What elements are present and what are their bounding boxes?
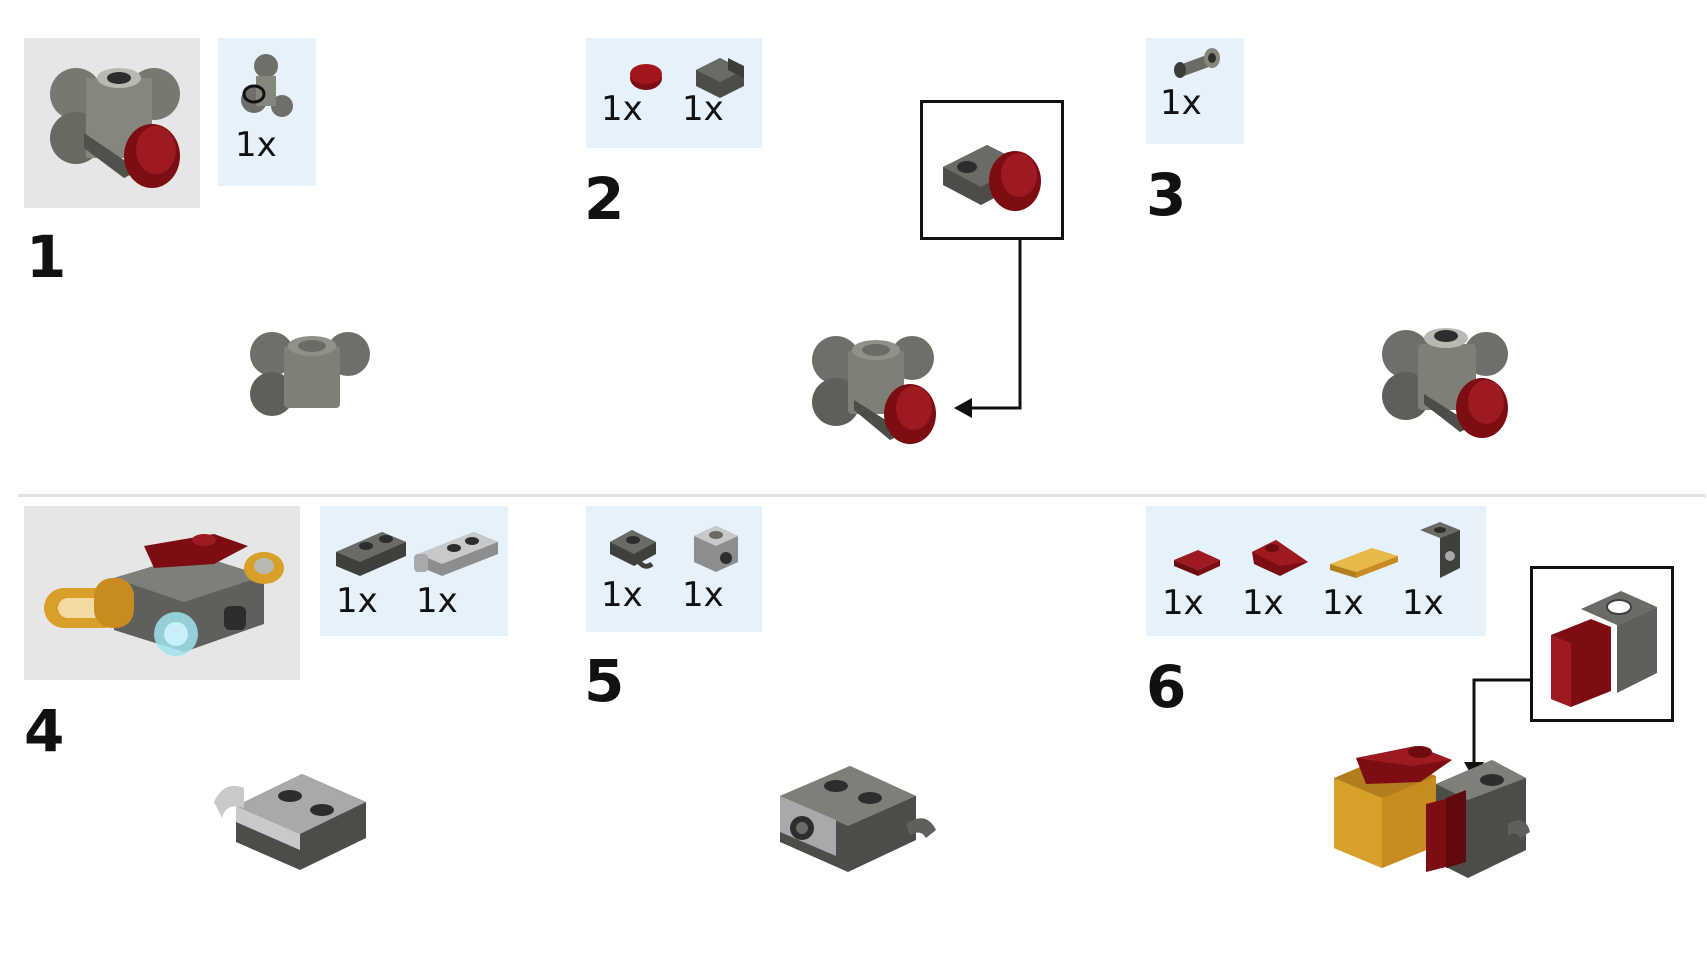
callout-box-step-2 (920, 100, 1064, 240)
part-qty: 1x (416, 581, 458, 621)
part-qty: 1x (682, 89, 724, 129)
callout-box-step-6 (1530, 566, 1674, 722)
submodel-preview-4 (24, 506, 300, 680)
parts-list-step-1: 1x (218, 38, 316, 186)
part-qty: 1x (235, 125, 277, 165)
pin-connector-icon (1174, 48, 1220, 78)
part-qty: 1x (682, 575, 724, 615)
step-number: 2 (584, 165, 625, 233)
parts-list-step-6: 1x 1x 1x 1x (1146, 506, 1486, 636)
bracket-dark-grey-icon (696, 58, 744, 98)
parts-list-step-2: 1x 1x (586, 38, 762, 148)
row-divider (18, 494, 1706, 497)
build-ball-joint-with-pin-icon (1382, 328, 1508, 438)
step-number: 4 (24, 697, 65, 765)
bracket-with-red-tile-icon (1551, 591, 1657, 707)
plate-2-stud-dark-grey-icon (336, 532, 406, 576)
build-plate-with-bracket-icon (780, 766, 936, 872)
bracket-light-grey-icon (694, 526, 738, 572)
tile-red-icon (1174, 550, 1220, 576)
build-ball-joint-icon (250, 332, 370, 416)
ball-joint-socket-icon (241, 54, 293, 117)
wedge-red-icon (1252, 540, 1308, 576)
submodel-ball-joint-icon (50, 68, 180, 188)
plate-clip-dark-grey-icon (610, 530, 656, 569)
parts-list-step-5: 1x 1x (586, 506, 762, 632)
part-qty: 1x (1402, 583, 1444, 623)
submodel-preview-1 (24, 38, 200, 208)
parts-list-step-4: 1x 1x (320, 506, 508, 636)
plate-clip-light-grey-icon (414, 532, 498, 576)
part-qty: 1x (1160, 83, 1202, 123)
bracket-with-round-tile-icon (943, 145, 1041, 211)
build-vehicle-assembly-icon (1334, 746, 1530, 878)
part-qty: 1x (601, 89, 643, 129)
callout-arrow (954, 240, 1022, 418)
build-ball-joint-with-bracket-icon (812, 336, 936, 444)
round-tile-red-icon (630, 64, 662, 90)
part-qty: 1x (1242, 583, 1284, 623)
build-plate-assembly-icon (214, 774, 366, 870)
tile-gold-icon (1330, 548, 1398, 578)
part-qty: 1x (1162, 583, 1204, 623)
part-qty: 1x (336, 581, 378, 621)
step-number: 3 (1146, 161, 1187, 229)
parts-list-step-3: 1x (1146, 38, 1244, 144)
part-qty: 1x (601, 575, 643, 615)
part-qty: 1x (1322, 583, 1364, 623)
step-number: 1 (26, 223, 67, 291)
bracket-inverted-dark-grey-icon (1420, 522, 1460, 578)
submodel-vehicle-icon (44, 534, 284, 656)
step-number: 6 (1146, 653, 1187, 721)
step-number: 5 (584, 647, 625, 715)
